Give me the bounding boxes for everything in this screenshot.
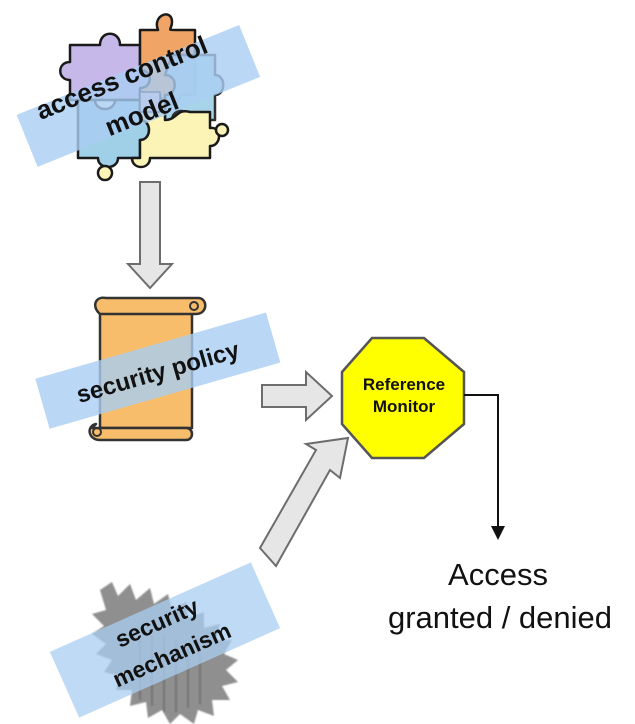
security-policy-banner [35,312,281,429]
puzzle-knob-icon [96,164,114,182]
decision-connector [464,394,505,540]
down-arrow-icon [125,181,175,290]
diagonal-arrow-icon [258,436,350,568]
reference-monitor-line1: Reference [363,375,445,394]
outcome-line1: Access [448,557,548,592]
security-mechanism-banner [49,562,281,718]
reference-monitor-octagon [340,336,466,460]
access-control-model-banner [16,25,261,167]
reference-monitor-line2: Monitor [373,397,436,416]
right-arrow-icon [261,369,334,423]
outcome-line2: granted / denied [388,600,612,635]
puzzle-knob-icon [214,122,230,138]
